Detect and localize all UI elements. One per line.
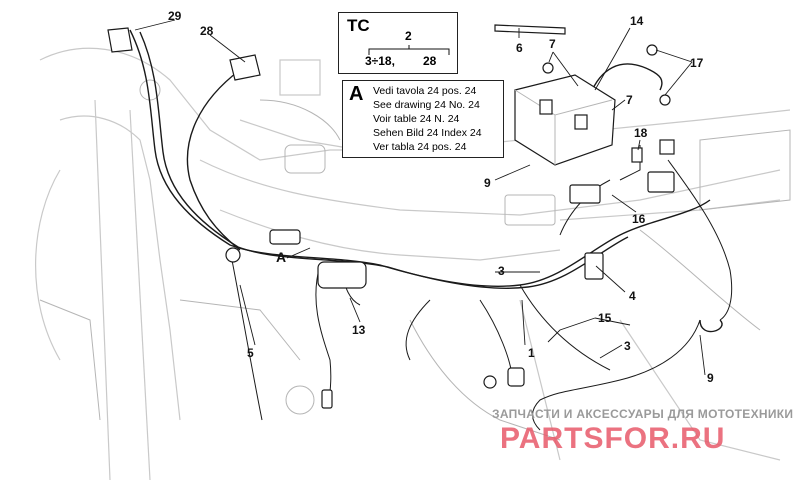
- tc-top-number: 2: [405, 29, 412, 43]
- note-letter: A: [349, 83, 364, 105]
- background-frame: [35, 47, 791, 481]
- callout-16: 16: [632, 212, 646, 226]
- callout-1: 1: [528, 346, 535, 360]
- tc-right-number: 28: [423, 54, 437, 68]
- note-line-5: Ver tabla 24 pos. 24: [373, 141, 467, 153]
- callout-29: 29: [168, 9, 182, 23]
- callout-3b: 3: [624, 339, 631, 353]
- callout-3a: 3: [498, 264, 505, 278]
- callout-6: 6: [516, 41, 523, 55]
- callout-4: 4: [629, 289, 636, 303]
- callout-15: 15: [598, 311, 612, 325]
- note-line-4: Sehen Bild 24 Index 24: [373, 127, 482, 139]
- watermark-tagline: ЗАПЧАСТИ И АКСЕССУАРЫ ДЛЯ МОТОТЕХНИКИ: [492, 407, 793, 421]
- callout-7a: 7: [549, 37, 556, 51]
- watermark-brand: PARTSFOR.RU: [500, 422, 725, 455]
- callout-labels: 29 28 6 7 7 14 17 18 9 16 3 4 15 3 9 1 1…: [168, 9, 714, 385]
- watermark: ЗАПЧАСТИ И АКСЕССУАРЫ ДЛЯ МОТОТЕХНИКИ PA…: [492, 407, 793, 455]
- callout-17: 17: [690, 56, 704, 70]
- note-line-1: Vedi tavola 24 pos. 24: [373, 85, 477, 97]
- note-line-2: See drawing 24 No. 24: [373, 99, 480, 111]
- tc-bracket: [368, 45, 450, 55]
- callout-14: 14: [630, 14, 644, 28]
- wiring-harness: [107, 24, 733, 431]
- tc-title: TC: [347, 16, 370, 35]
- callout-13: 13: [352, 323, 366, 337]
- callout-28: 28: [200, 24, 214, 38]
- callout-9a: 9: [484, 176, 491, 190]
- note-line-3: Voir table 24 N. 24: [373, 113, 460, 125]
- callout-18: 18: [634, 126, 648, 140]
- tc-left-range: 3÷18,: [365, 54, 395, 68]
- callout-5: 5: [247, 346, 254, 360]
- callout-A: A: [276, 249, 286, 265]
- callout-7b: 7: [626, 93, 633, 107]
- leader-lines: [134, 19, 706, 376]
- callout-9b: 9: [707, 371, 714, 385]
- tc-reference-box: TC 2 3÷18, 28: [338, 12, 458, 74]
- note-a-box: A Vedi tavola 24 pos. 24 See drawing 24 …: [342, 80, 504, 158]
